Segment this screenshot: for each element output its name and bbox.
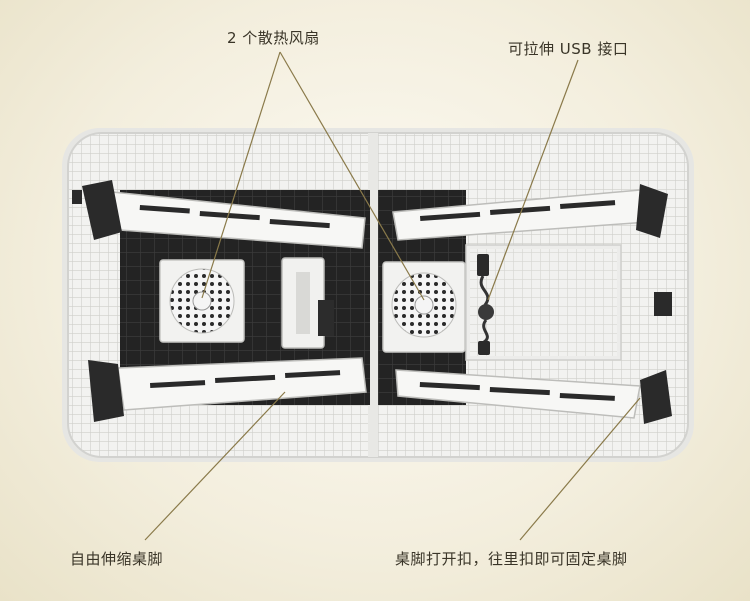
leader-lines [144,51,641,541]
fan-right [382,261,466,353]
fan-icon [414,295,434,315]
leg-hinge-icon [88,360,124,422]
callout-lock: 桌脚打开扣，往里扣即可固定桌脚 [395,550,628,568]
usb-compartment [465,244,622,361]
side-clip [72,190,82,204]
usb-cable [477,254,494,355]
leg-hinge-icon [636,184,668,238]
leg-bottom-right [395,369,672,424]
leg-bottom-left [88,357,367,422]
side-clip [654,292,672,316]
fan-left [159,259,245,343]
leg-hinge-icon [640,370,672,424]
callout-usb: 可拉伸 USB 接口 [508,40,629,58]
callout-fans: 2 个散热风扇 [227,29,320,47]
callout-legs: 自由伸缩桌脚 [70,550,164,568]
leg-hinge-icon [82,180,122,240]
fan-icon [192,291,212,311]
leg-top-left [82,180,366,249]
center-module [281,257,334,349]
usb-plug-icon [477,254,489,276]
